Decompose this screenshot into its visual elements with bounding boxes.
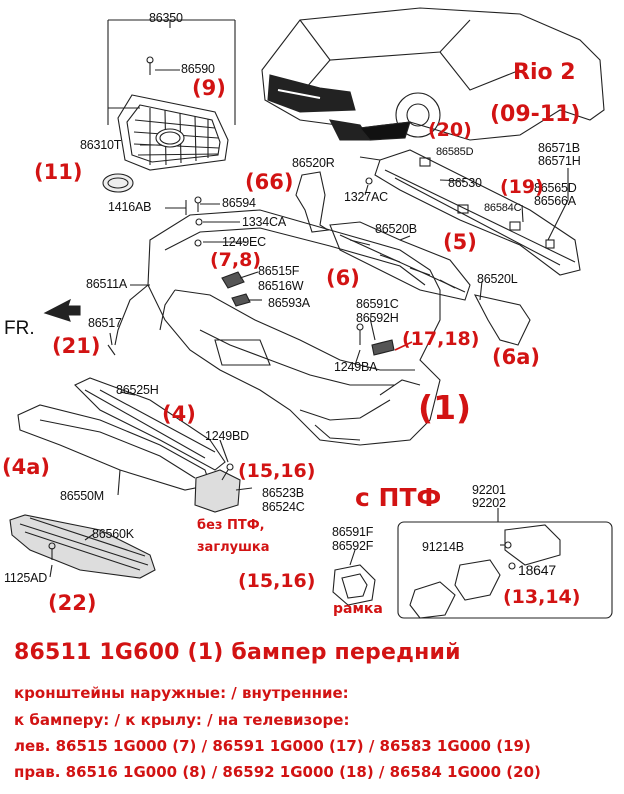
part-label: 86520B xyxy=(375,222,417,236)
part-label: 86592F xyxy=(332,539,374,553)
callout: (4a) xyxy=(2,455,50,479)
part-label: 86593A xyxy=(268,296,310,310)
part-label: 86594 xyxy=(222,196,256,210)
callout: (22) xyxy=(48,591,97,615)
callout: (6a) xyxy=(492,345,540,369)
part-label: 86591F xyxy=(332,525,374,539)
reinforcement-bar xyxy=(374,149,581,276)
part-label: 86585D xyxy=(436,146,474,158)
callout: (66) xyxy=(245,170,294,194)
callout: (1) xyxy=(418,388,472,427)
footer-title: 86511 1G600 (1) бампер передний xyxy=(14,640,461,665)
part-label: 1125AD xyxy=(4,571,48,585)
part-label: 1249BD xyxy=(205,429,249,443)
footer-row-1: к бамперу: / к крылу: / на телевизоре: xyxy=(14,711,350,729)
no-fog-note-2: заглушка xyxy=(197,540,270,555)
callout: (13,14) xyxy=(503,586,581,608)
footer-row-3: прав. 86516 1G000 (8) / 86592 1G000 (18)… xyxy=(14,763,541,781)
front-arrow-icon xyxy=(43,298,81,322)
part-label: 1416AB xyxy=(108,200,152,214)
with-fog-lamp-note: с ПТФ xyxy=(355,483,442,512)
part-label: 86591C xyxy=(356,297,399,311)
energy-absorber xyxy=(329,221,471,301)
part-label: 86523B xyxy=(262,486,304,500)
model-years: (09-11) xyxy=(490,102,581,127)
part-label: 86550M xyxy=(60,489,104,503)
part-label: 86584C xyxy=(484,202,522,214)
part-label: 91214B xyxy=(422,540,464,554)
part-label: 86524C xyxy=(262,500,305,514)
part-label: 86310T xyxy=(80,138,122,152)
car-illustration xyxy=(261,7,605,141)
part-label: 86566A xyxy=(534,194,576,208)
model-name: Rio 2 xyxy=(513,60,576,85)
front-label: FR. xyxy=(4,318,35,339)
part-label: 86565D xyxy=(534,181,577,195)
part-label: 86560K xyxy=(92,527,134,541)
part-label: 86350 xyxy=(149,11,183,25)
callout: (15,16) xyxy=(238,570,316,592)
callout: (11) xyxy=(34,160,83,184)
part-label: 92201 xyxy=(472,483,506,497)
callout: (15,16) xyxy=(238,460,316,482)
part-label: 18647 xyxy=(518,562,556,578)
fog-frame xyxy=(332,564,376,606)
part-label: 86571B xyxy=(538,141,580,155)
part-label: 1327AC xyxy=(344,190,388,204)
front-bumper xyxy=(107,209,441,446)
part-label: 92202 xyxy=(472,496,506,510)
side-piece-6a xyxy=(473,294,531,346)
footer-row-2: лев. 86515 1G000 (7) / 86591 1G000 (17) … xyxy=(14,737,531,755)
lower-grille-22 xyxy=(9,514,156,579)
part-label: 1249EC xyxy=(222,235,266,249)
part-label: 86511A xyxy=(86,277,127,291)
part-label: 86590 xyxy=(181,62,215,76)
part-label: 1249BA xyxy=(334,360,378,374)
fog-lamp-box xyxy=(397,521,613,619)
no-fog-note-1: без ПТФ, xyxy=(197,518,265,533)
part-label: 86515F xyxy=(258,264,300,278)
footer-row-0: кронштейны наружные: / внутренние: xyxy=(14,684,349,702)
part-label: 86516W xyxy=(258,279,304,293)
callout: (9) xyxy=(192,76,226,100)
part-label: 86571H xyxy=(538,154,581,168)
callout: (21) xyxy=(52,334,101,358)
part-label: 1334CA xyxy=(242,215,286,229)
callout: (20) xyxy=(428,119,472,141)
callout: (6) xyxy=(326,266,360,290)
callout: (5) xyxy=(443,230,477,254)
callout: (19) xyxy=(500,176,544,198)
side-bracket-66 xyxy=(295,171,330,233)
callout: (4) xyxy=(162,402,196,426)
callout: (7,8) xyxy=(210,249,262,271)
part-label: 86517 xyxy=(88,316,122,330)
part-label: 86525H xyxy=(116,383,159,397)
frame-note: рамка xyxy=(333,601,383,617)
part-label: 86520L xyxy=(477,272,518,286)
fog-cover xyxy=(194,469,241,513)
lower-grille xyxy=(74,377,226,471)
callout: (17,18) xyxy=(402,328,480,350)
radiator-grille xyxy=(102,56,229,193)
part-label: 86592H xyxy=(356,311,399,325)
part-label: 86520R xyxy=(292,156,335,170)
part-label: 86530 xyxy=(448,176,482,190)
